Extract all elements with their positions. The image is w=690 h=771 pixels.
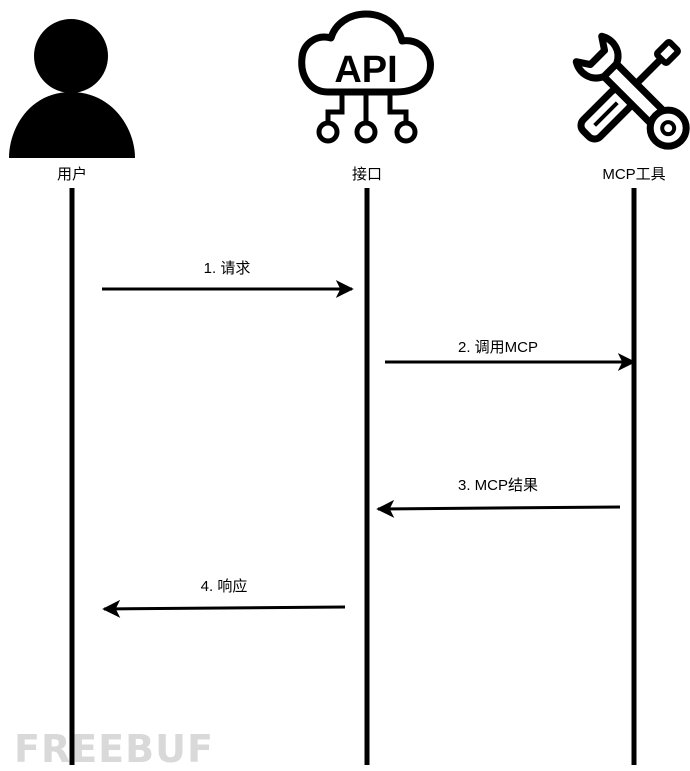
actor-label-api: 接口 (352, 166, 382, 183)
actor-label-tool: MCP工具 (602, 166, 665, 183)
message-arrow-response (102, 599, 346, 618)
api-icon-text: API (334, 49, 397, 91)
message-label-mcp-result: 3. MCP结果 (458, 477, 538, 494)
message-label-response: 4. 响应 (201, 577, 248, 595)
watermark: FREEBUF (14, 727, 214, 771)
user-icon (9, 19, 135, 158)
wrench-screwdriver-icon (572, 32, 690, 150)
api-cloud-icon: API (298, 10, 434, 144)
actor-label-user: 用户 (57, 166, 87, 183)
message-label-request: 1. 请求 (204, 260, 251, 277)
message-arrow-mcp-result (376, 499, 621, 518)
message-label-call-mcp: 2. 调用MCP (458, 339, 538, 356)
